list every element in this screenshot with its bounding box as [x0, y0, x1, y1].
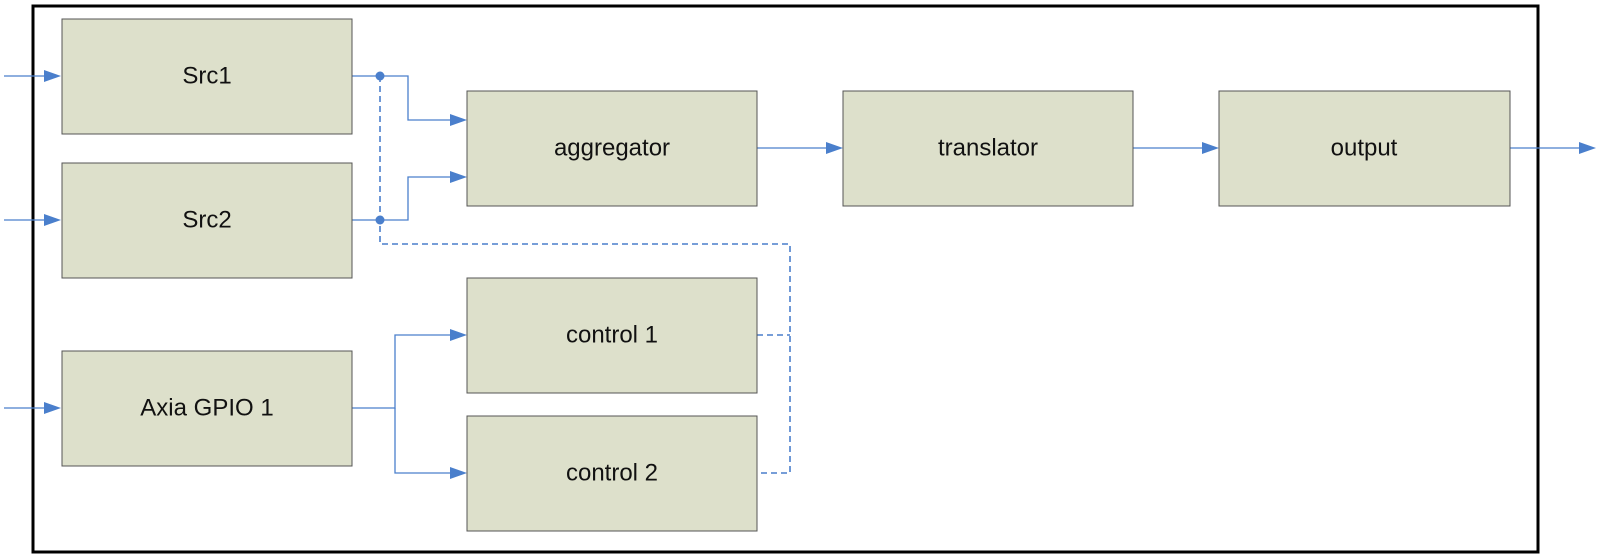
arrowhead-control1	[450, 329, 467, 341]
arrowhead-output-external	[1579, 142, 1596, 154]
arrowhead-input-gpio	[44, 402, 61, 414]
block-control1: control 1	[466, 277, 758, 394]
block-gpio: Axia GPIO 1	[61, 350, 353, 467]
block-src2-label: Src2	[182, 207, 231, 234]
block-gpio-label: Axia GPIO 1	[140, 395, 273, 422]
block-gpio-box	[61, 350, 353, 467]
junction-src1	[375, 71, 385, 81]
block-src1-label: Src1	[182, 63, 231, 90]
wire-gpio-control2	[394, 408, 452, 474]
block-control2-label: control 2	[566, 460, 658, 487]
wire-gpio-control1	[352, 334, 452, 409]
block-translator-box	[842, 90, 1134, 207]
block-src2-box	[61, 162, 353, 279]
block-control2: control 2	[466, 415, 758, 532]
container-frame	[31, 4, 1540, 554]
arrowhead-input-src2	[44, 214, 61, 226]
arrowhead-aggregator-bottom	[450, 171, 467, 183]
wire-control-feedback	[379, 76, 791, 474]
block-src1: Src1	[61, 18, 353, 135]
wire-src1-aggregator	[352, 75, 452, 121]
arrowhead-aggregator-top	[450, 114, 467, 126]
wire-src2-aggregator	[352, 176, 452, 221]
block-translator: translator	[842, 90, 1134, 207]
block-src2: Src2	[61, 162, 353, 279]
block-output-label: output	[1331, 135, 1398, 162]
block-aggregator: aggregator	[466, 90, 758, 207]
block-control1-box	[466, 277, 758, 394]
block-control2-box	[466, 415, 758, 532]
block-output-box	[1218, 90, 1511, 207]
block-translator-label: translator	[938, 135, 1038, 162]
connections	[4, 70, 1596, 479]
block-aggregator-box	[466, 90, 758, 207]
junction-src2	[375, 215, 385, 225]
arrowhead-control2	[450, 467, 467, 479]
block-output: output	[1218, 90, 1511, 207]
arrowhead-translator	[826, 142, 843, 154]
arrowhead-input-src1	[44, 70, 61, 82]
block-src1-box	[61, 18, 353, 135]
block-aggregator-label: aggregator	[554, 135, 670, 162]
block-control1-label: control 1	[566, 322, 658, 349]
arrowhead-output	[1202, 142, 1219, 154]
